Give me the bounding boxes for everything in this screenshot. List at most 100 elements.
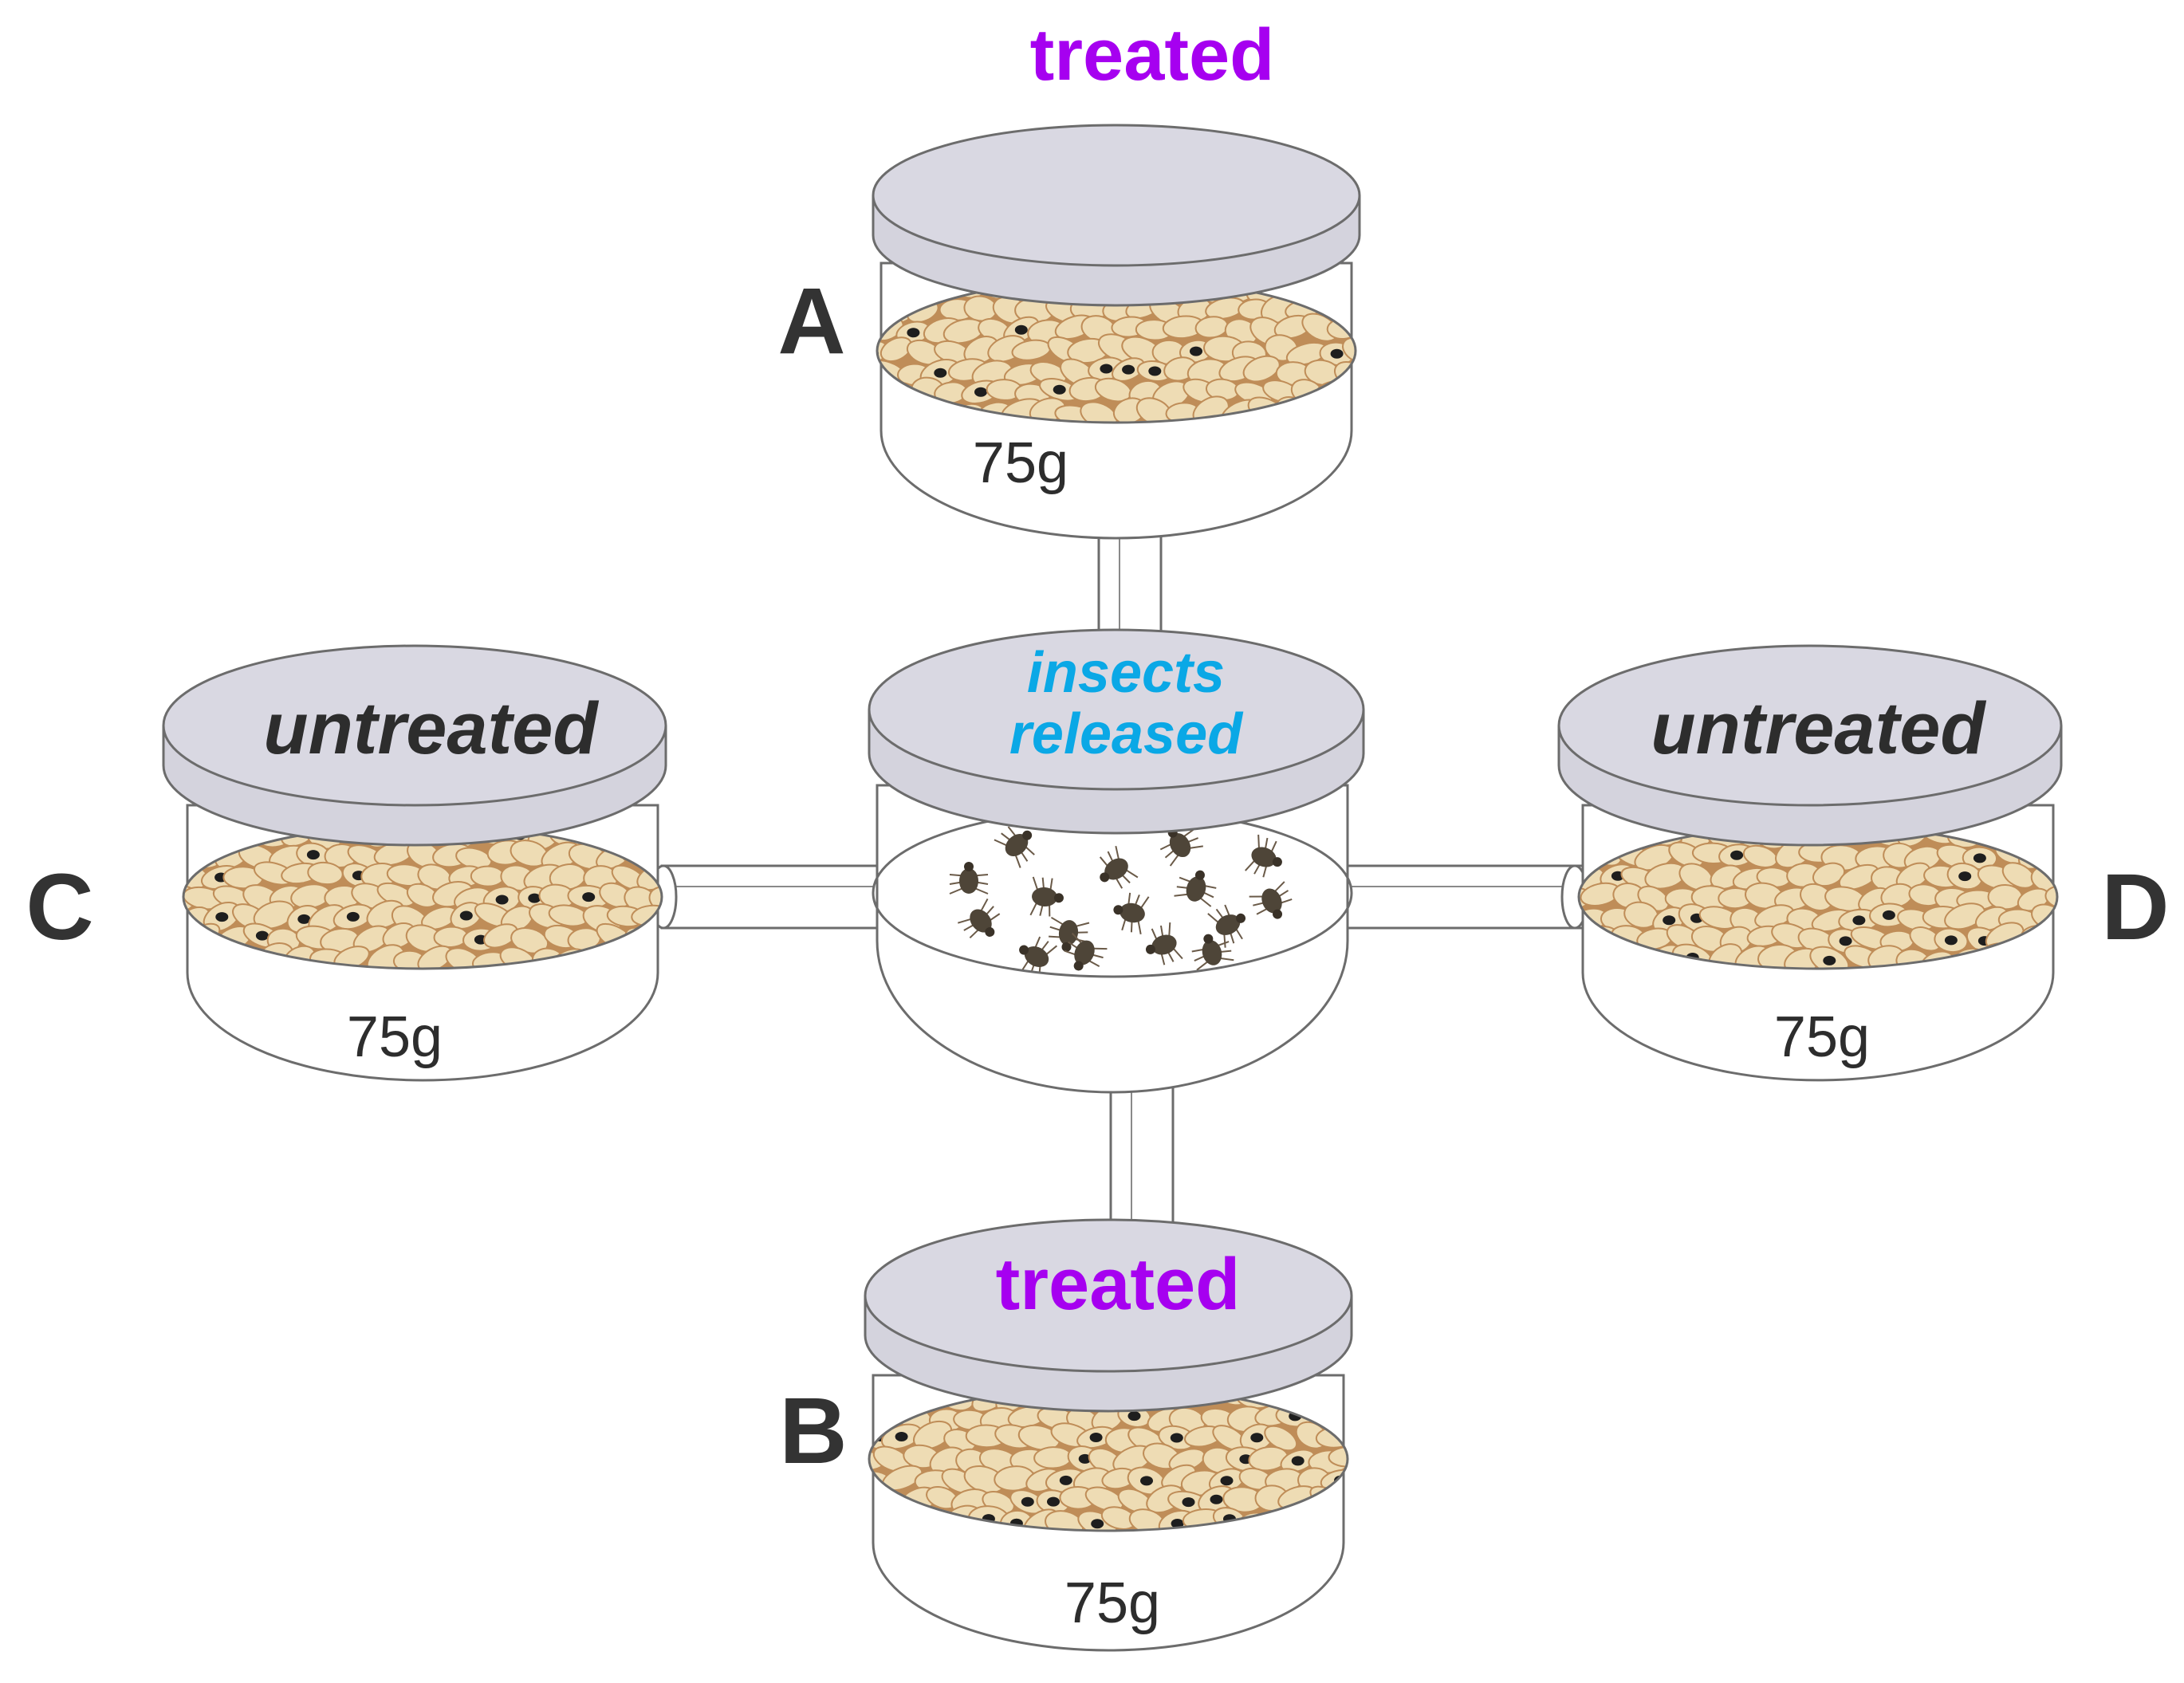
bean-eye: [1140, 1476, 1153, 1486]
chamber-c: untreated C 75g: [26, 644, 667, 1082]
bean-eye: [582, 892, 596, 902]
chamber-a-weight: 75g: [973, 431, 1068, 495]
bean-eye: [1059, 1475, 1072, 1485]
center-jar: [876, 784, 1349, 1094]
bean-eye: [1220, 1476, 1234, 1486]
bean: [1328, 1445, 1348, 1468]
bean-eye: [459, 910, 473, 921]
bean-eye: [1291, 1456, 1304, 1466]
bean-eye: [1021, 1496, 1034, 1507]
chamber-b-letter: B: [779, 1378, 847, 1484]
bean-eye: [1958, 871, 1972, 882]
chamber-a: A treated 75g: [777, 14, 1361, 540]
insect: [1245, 834, 1282, 878]
connector-tube-left: [649, 864, 879, 930]
bean-eye: [1730, 850, 1744, 860]
bean-eye: [1973, 853, 1986, 863]
bean: [1242, 355, 1281, 383]
center-insects: [949, 826, 1293, 977]
chamber-a-letter: A: [777, 269, 845, 374]
bean-eye: [1823, 955, 1836, 965]
bean: [2044, 885, 2057, 910]
bean-eye: [1047, 1496, 1060, 1507]
bean-eye: [1210, 1494, 1223, 1504]
bean-eye: [1089, 1433, 1103, 1442]
bean: [1084, 1486, 1124, 1512]
bean-eye: [1944, 935, 1958, 946]
bean-eye: [1170, 1433, 1183, 1443]
bean-eye: [1852, 915, 1866, 926]
center-lid-label-line2: released: [1009, 702, 1244, 766]
bean-eye: [1182, 1497, 1195, 1508]
bean-eye: [1250, 1433, 1264, 1443]
bean-eye: [934, 368, 947, 378]
bean-eye: [974, 387, 987, 397]
center-lid: [868, 628, 1365, 791]
bean: [1347, 1511, 1348, 1531]
chamber-a-lid: [872, 124, 1361, 267]
insect: [1249, 881, 1293, 919]
insect: [949, 862, 989, 895]
bean-eye: [1579, 932, 1580, 942]
bean-eye: [346, 911, 360, 922]
bean: [183, 863, 186, 887]
chamber-c-weight: 75g: [347, 1005, 443, 1069]
insect: [1099, 845, 1139, 889]
bean: [1987, 883, 2024, 910]
bean-eye: [1127, 1411, 1141, 1422]
bean: [253, 900, 295, 930]
bean-eye: [1078, 1453, 1092, 1464]
chamber-d-letter: D: [2101, 855, 2169, 960]
bean-eye: [1663, 915, 1676, 926]
bean: [470, 865, 506, 887]
bean: [1944, 902, 1986, 930]
bean-eye: [869, 1412, 872, 1422]
bean-eye: [495, 895, 509, 905]
chamber-d-weight: 75g: [1774, 1005, 1870, 1069]
connector-tube-right: [1346, 864, 1589, 930]
bean: [1033, 1446, 1073, 1469]
chamber-a-lid-label: treated: [1030, 14, 1275, 96]
bean-eye: [155, 832, 168, 842]
insect: [1113, 892, 1150, 934]
insect: [1049, 916, 1090, 952]
chamber-d: untreated D 75g: [1541, 644, 2170, 1082]
insect: [1064, 932, 1108, 971]
chamber-c-lid-label: untreated: [263, 688, 599, 769]
bean-eye: [1171, 1519, 1184, 1528]
bean: [1352, 402, 1356, 423]
center-lid-label-line1: insects: [1027, 641, 1225, 705]
bean-eye: [255, 930, 269, 941]
bean-eye: [1100, 364, 1113, 374]
bean: [659, 946, 662, 969]
chamber-d-lid-label: untreated: [1651, 688, 1986, 769]
bean-eye: [215, 912, 229, 922]
bean-eye: [1053, 384, 1066, 395]
bean-eye: [297, 914, 311, 924]
bean: [877, 279, 879, 305]
bean-eye: [528, 893, 541, 903]
bean-eye: [1190, 346, 1202, 356]
bean: [1812, 862, 1846, 887]
bean-eye: [1839, 936, 1852, 946]
bean-eye: [306, 850, 320, 860]
bean: [1348, 1464, 1385, 1491]
bean-eye: [895, 1432, 908, 1441]
chamber-c-letter: C: [26, 855, 93, 960]
bean-eye: [162, 870, 175, 879]
bean-eye: [907, 328, 920, 338]
bean-eye: [1330, 348, 1344, 359]
bean-eye: [856, 286, 868, 296]
chamber-d-lid: [1557, 644, 2063, 807]
chamber-b-weight: 75g: [1064, 1571, 1160, 1635]
insect: [1029, 876, 1064, 917]
bean-eye: [1553, 832, 1566, 841]
bean-eye: [1122, 364, 1135, 375]
bean: [1351, 356, 1356, 380]
bean: [1541, 824, 1578, 850]
bean: [140, 822, 183, 851]
insect: [957, 898, 1001, 939]
insect: [1207, 904, 1246, 948]
insect: [1174, 870, 1217, 907]
